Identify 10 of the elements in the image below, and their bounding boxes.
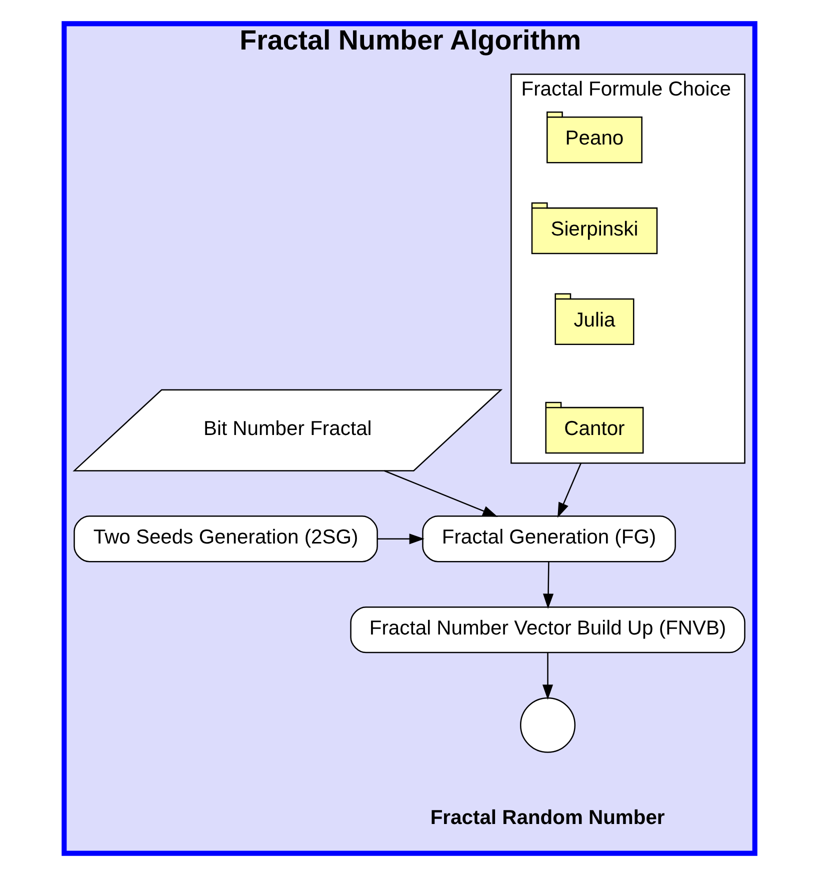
node-box: Fractal Number Vector Build Up (FNVB): [350, 606, 745, 654]
node-label: Fractal Random Number: [430, 807, 664, 829]
arrow: [376, 534, 424, 544]
node-box: Two Seeds Generation (2SG): [73, 516, 378, 562]
arrow: [384, 470, 498, 517]
node-box: Fractal Generation (FG): [422, 516, 676, 562]
arrow: [542, 562, 554, 609]
arrow: [557, 462, 582, 518]
arrow: [542, 652, 553, 700]
node-circle: [519, 697, 576, 753]
